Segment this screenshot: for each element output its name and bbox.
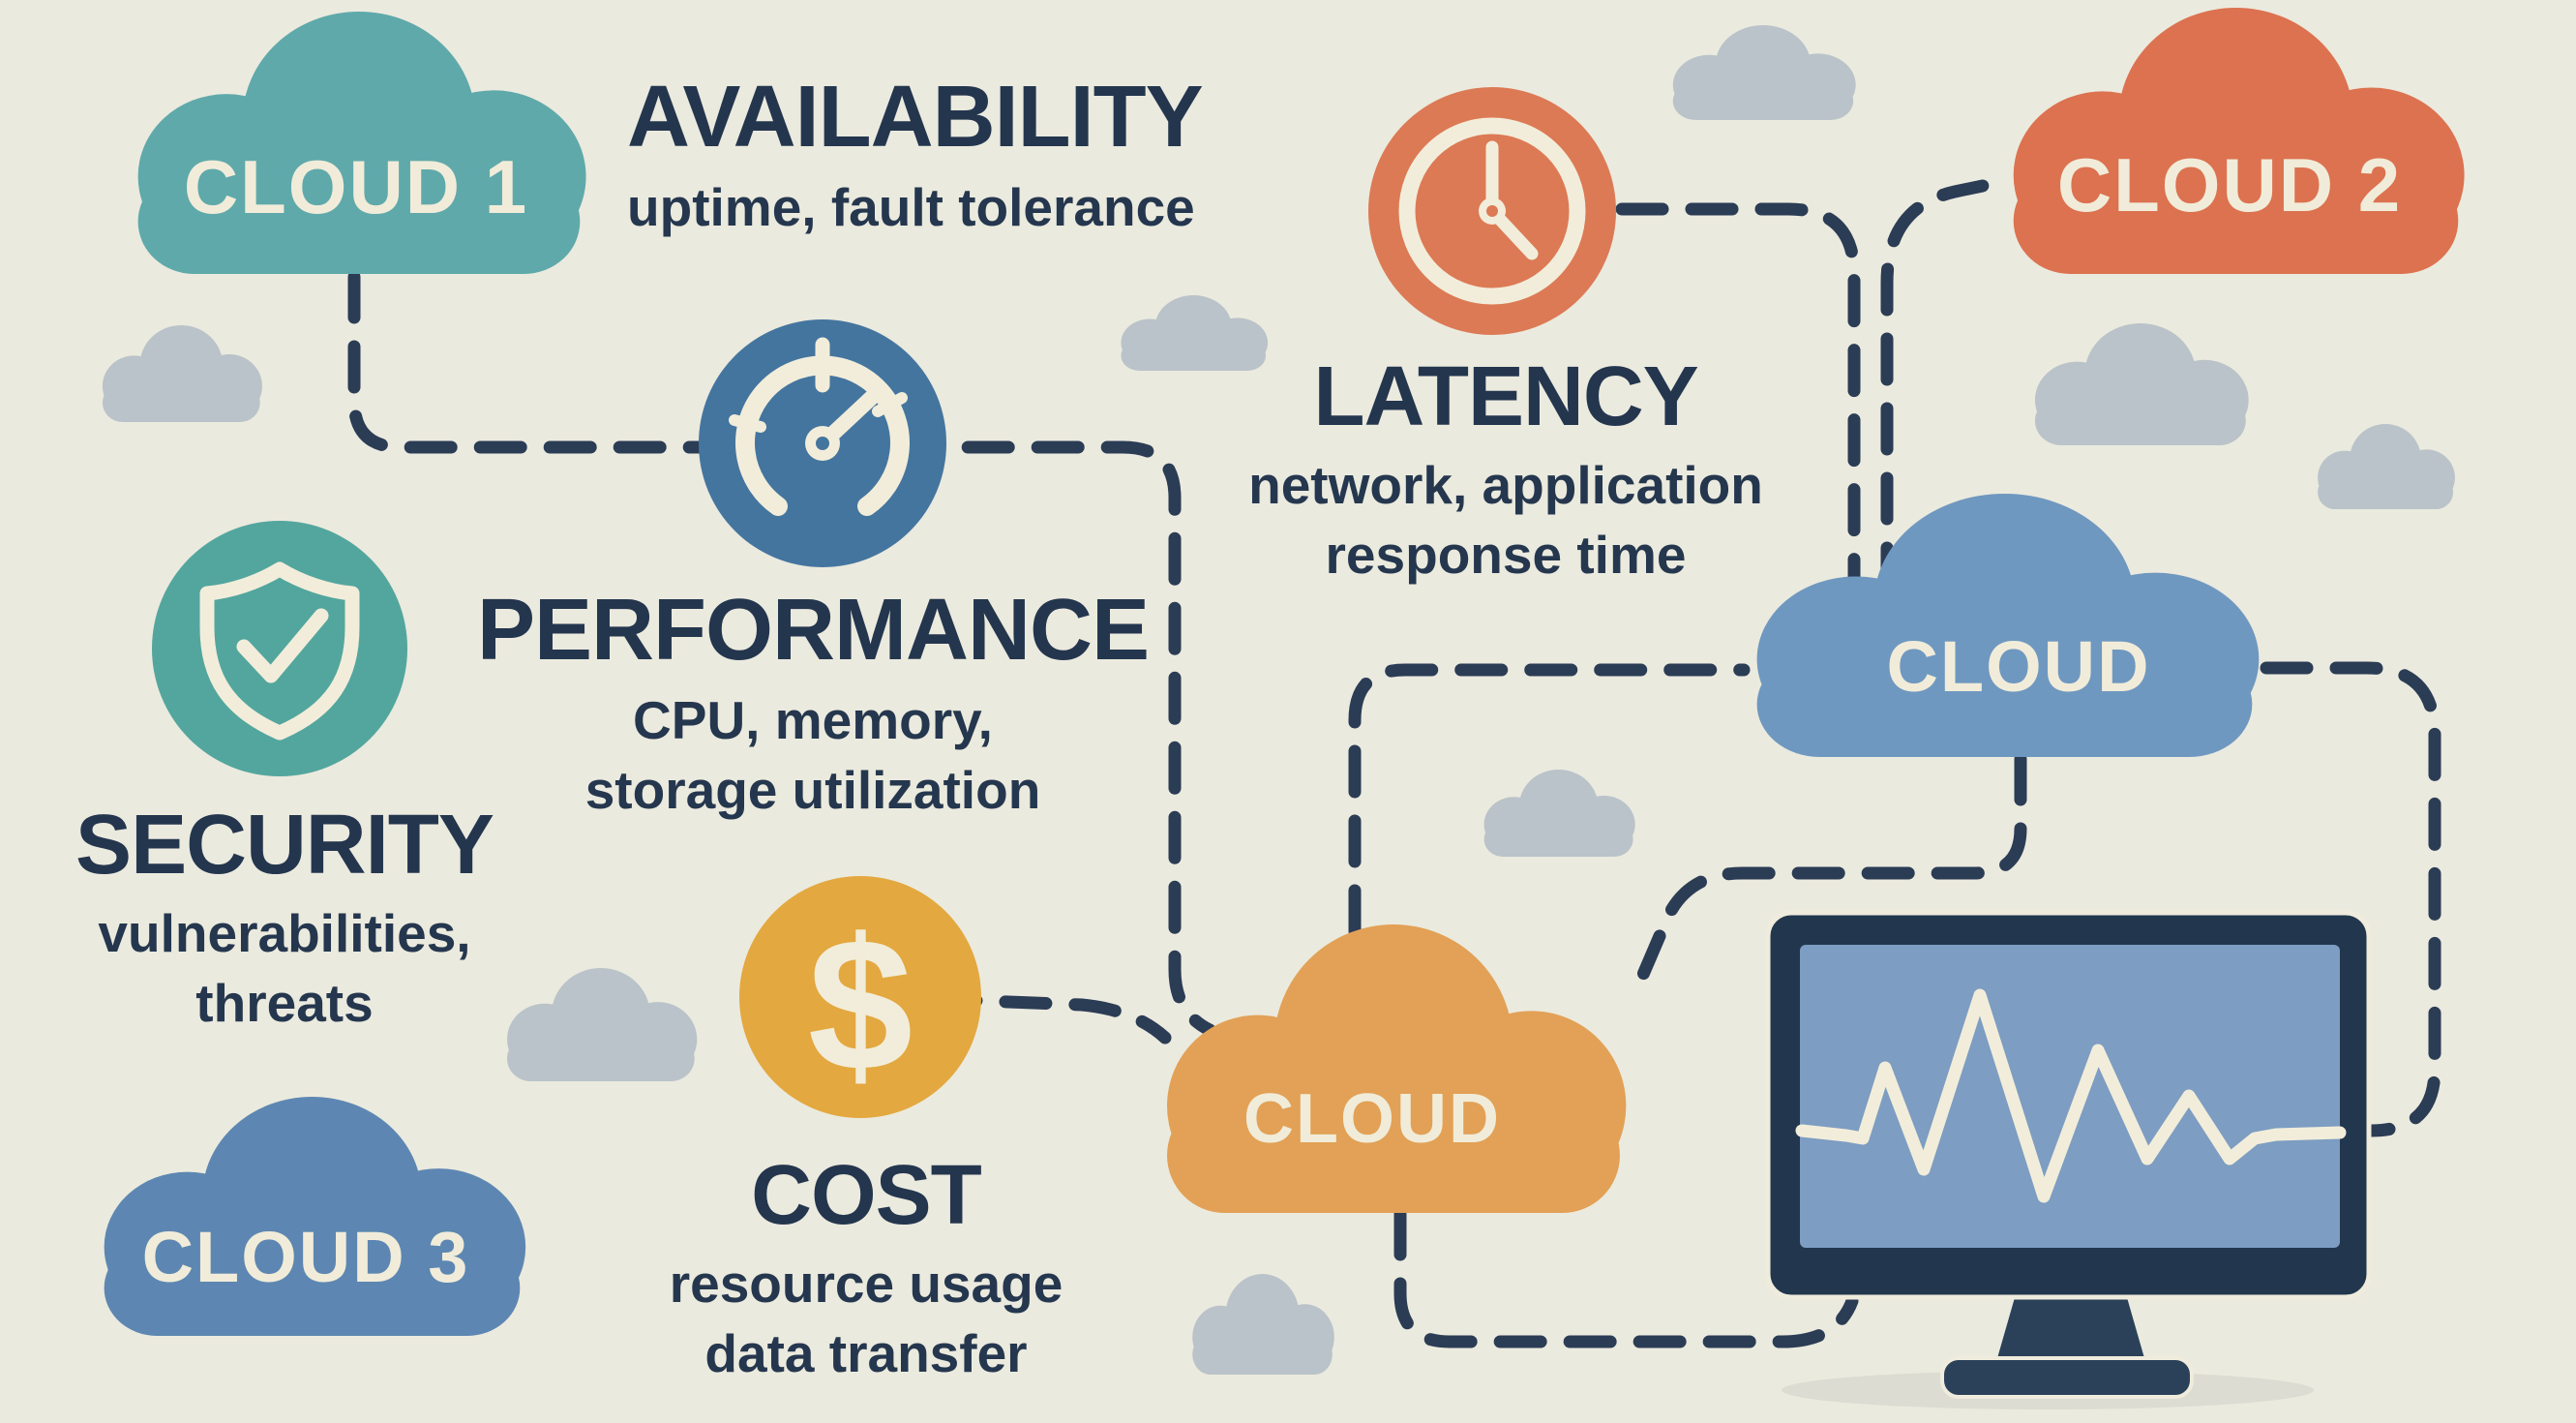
gray-cloud-icon bbox=[1483, 770, 1635, 858]
connector-cost-orange-cloud bbox=[929, 992, 1172, 1045]
gauge-icon bbox=[699, 319, 946, 567]
security-block: SECURITY vulnerabilities, threats bbox=[75, 802, 494, 1038]
blue-cloud-shape bbox=[1756, 494, 2260, 758]
monitor-stand bbox=[1995, 1287, 2146, 1365]
cost-block: COST resource usage data transfer bbox=[670, 1153, 1063, 1388]
connector-orange-cloud-monitor bbox=[1393, 1207, 1859, 1348]
connector-lines bbox=[347, 175, 2441, 1348]
latency-subtitle-line2: response time bbox=[1325, 524, 1687, 585]
performance-subtitle-line2: storage utilization bbox=[584, 759, 1041, 820]
gray-cloud-icon bbox=[1672, 25, 1856, 120]
availability-subtitle: uptime, fault tolerance bbox=[627, 177, 1195, 237]
security-subtitle-line2: threats bbox=[195, 972, 374, 1033]
monitor-screen bbox=[1800, 945, 2340, 1248]
cost-subtitle: resource usage data transfer bbox=[670, 1250, 1063, 1388]
connector-cloud1-performance-orange-cloud bbox=[347, 270, 1216, 1037]
performance-subtitle: CPU, memory, storage utilization bbox=[477, 686, 1149, 825]
cost-title: COST bbox=[751, 1148, 982, 1242]
performance-subtitle-line1: CPU, memory, bbox=[633, 690, 993, 750]
performance-title: PERFORMANCE bbox=[476, 582, 1150, 679]
orange-cloud-shape bbox=[1167, 924, 1627, 1214]
gray-cloud-icon bbox=[102, 325, 262, 422]
cloud3-label: CLOUD 3 bbox=[142, 1217, 470, 1297]
monitor bbox=[1765, 910, 2372, 1409]
latency-subtitle-line1: network, application bbox=[1248, 455, 1763, 515]
shield-check-icon bbox=[152, 521, 407, 776]
gray-cloud-icon bbox=[2034, 323, 2249, 445]
cost-subtitle-line1: resource usage bbox=[669, 1254, 1063, 1314]
cloud1-label: CLOUD 1 bbox=[184, 144, 528, 229]
connector-latency-blue-cloud bbox=[1615, 202, 1861, 588]
dollar-glyph: $ bbox=[808, 899, 913, 1110]
cloud2-label: CLOUD 2 bbox=[2057, 142, 2402, 227]
connector-orange-cloud-blue-cloud-upper bbox=[1348, 663, 1751, 938]
orange-cloud-label: CLOUD bbox=[1243, 1080, 1501, 1158]
security-title: SECURITY bbox=[75, 798, 494, 892]
blue-cloud-label: CLOUD bbox=[1886, 626, 2150, 707]
gray-cloud-icon bbox=[1192, 1274, 1334, 1376]
security-subtitle: vulnerabilities, threats bbox=[75, 899, 494, 1038]
gray-cloud-icon bbox=[507, 968, 698, 1082]
connector-blue-cloud-cloud2 bbox=[1880, 175, 2008, 595]
gray-cloud-icon bbox=[2318, 424, 2455, 510]
connector-blue-cloud-orange-cloud-lower bbox=[1627, 752, 2027, 1004]
clock-icon bbox=[1368, 87, 1616, 335]
cost-subtitle-line2: data transfer bbox=[704, 1322, 1028, 1383]
cloud2-shape bbox=[2013, 8, 2465, 274]
availability-title: AVAILABILITY bbox=[627, 69, 1204, 166]
gray-cloud-icon bbox=[1121, 295, 1269, 371]
security-subtitle-line1: vulnerabilities, bbox=[98, 903, 471, 963]
performance-block: PERFORMANCE CPU, memory, storage utiliza… bbox=[476, 582, 1150, 825]
monitor-base bbox=[1940, 1356, 2194, 1399]
dollar-icon: $ bbox=[739, 876, 981, 1118]
availability-block: AVAILABILITY uptime, fault tolerance bbox=[627, 69, 1204, 243]
labeled-clouds: CLOUD 1 CLOUD 2 CLOUD CLOUD CLOUD 3 bbox=[104, 8, 2465, 1336]
cloud1-shape bbox=[137, 12, 586, 275]
latency-title: LATENCY bbox=[1313, 349, 1698, 443]
waveform-line-icon bbox=[1795, 988, 2347, 1203]
connector-blue-cloud-monitor bbox=[2260, 661, 2441, 1137]
latency-block: LATENCY network, application response ti… bbox=[1248, 354, 1763, 590]
latency-subtitle: network, application response time bbox=[1248, 451, 1763, 590]
